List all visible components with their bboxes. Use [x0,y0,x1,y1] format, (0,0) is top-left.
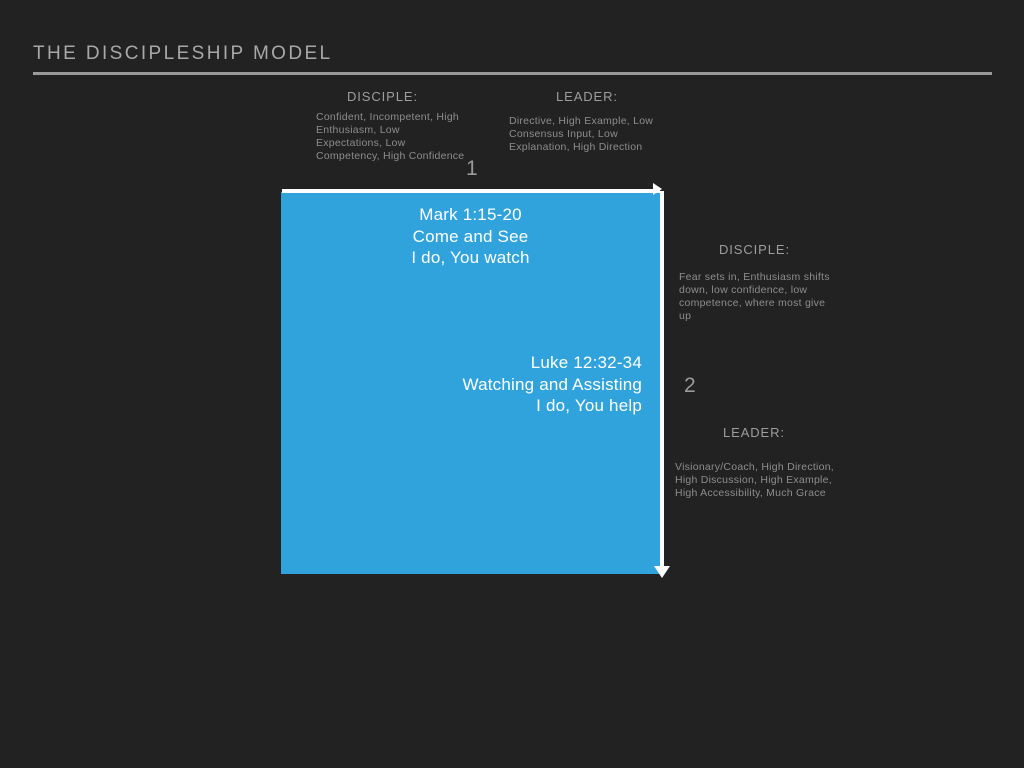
panel-phase-one-scripture: Mark 1:15-20 [419,205,522,224]
arrow-head-right-icon [653,183,662,195]
arrow-vertical-line [660,191,664,572]
panel-phase-one-action: I do, You watch [411,248,530,267]
stage1-leader-label: LEADER: [556,89,618,104]
stage2-number: 2 [684,374,697,397]
stage1-disciple-description: Confident, Incompetent, High Enthusiasm,… [316,111,465,162]
stage1-number: 1 [466,157,479,180]
stage2-leader-description: Visionary/Coach, High Direction, High Di… [675,461,834,499]
stage1-disciple-label: DISCIPLE: [347,89,418,104]
panel-phase-two-scripture: Luke 12:32-34 [530,353,642,372]
arrow-horizontal-line [282,189,660,193]
panel-phase-two: Luke 12:32-34 Watching and Assisting I d… [281,352,642,417]
stage1-leader-description: Directive, High Example, Low Consensus I… [509,115,654,153]
stage2-leader-label: LEADER: [723,425,785,440]
arrow-head-down-icon [654,566,670,578]
stage2-disciple-description: Fear sets in, Enthusiasm shifts down, lo… [679,271,830,322]
page-title: THE DISCIPLESHIP MODEL [33,43,333,64]
title-divider [33,72,992,75]
stage2-disciple-label: DISCIPLE: [719,242,790,257]
panel-phase-one-title: Come and See [412,226,529,246]
progression-panel: Mark 1:15-20 Come and See I do, You watc… [281,192,660,574]
panel-phase-one: Mark 1:15-20 Come and See I do, You watc… [281,204,660,269]
panel-phase-two-title: Watching and Assisting [462,374,642,394]
panel-phase-two-action: I do, You help [536,396,642,415]
